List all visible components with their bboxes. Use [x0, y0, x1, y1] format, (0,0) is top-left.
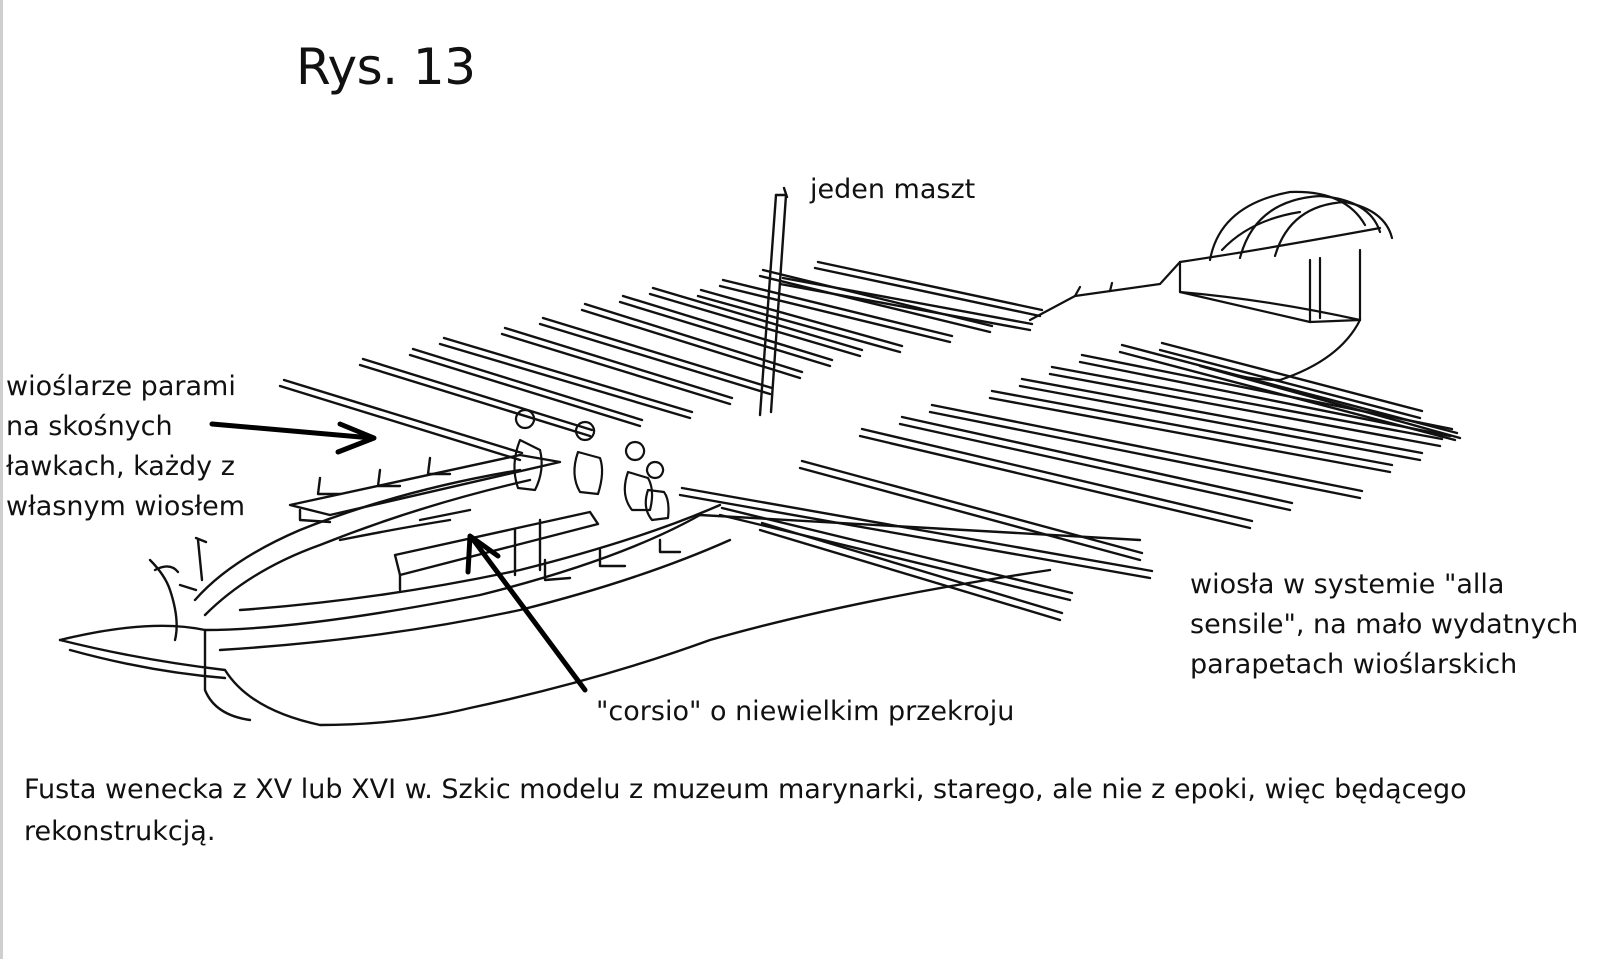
page-edge — [0, 0, 3, 959]
far-oars — [278, 260, 1044, 462]
mast — [758, 186, 789, 417]
rowers-label-line: własnym wiosłem — [6, 491, 246, 522]
rowers-label-line: na skośnych — [6, 411, 173, 442]
oars-label-line: wiosła w systemie "alla — [1190, 569, 1505, 600]
mast-label: jeden maszt — [810, 170, 975, 210]
caption-line: Fusta wenecka z XV lub XVI w. Szkic mode… — [24, 774, 1467, 805]
oars-label-line: sensile", na mało wydatnych — [1190, 609, 1579, 640]
near-oars — [678, 341, 1462, 622]
mast-label-line: jeden maszt — [810, 174, 976, 205]
corsio-label: "corsio" o niewielkim przekroju — [596, 692, 1014, 732]
figure-caption: Fusta wenecka z XV lub XVI w. Szkic mode… — [24, 769, 1584, 853]
rowers — [513, 408, 670, 522]
oars-label-line: parapetach wioślarskich — [1190, 649, 1518, 680]
rowers-label-line: wioślarze parami — [6, 371, 236, 402]
caption-line: rekonstrukcją. — [24, 816, 216, 847]
rowers-label: wioślarze parami na skośnych ławkach, ka… — [6, 367, 245, 527]
oars-label: wiosła w systemie "alla sensile", na mał… — [1190, 565, 1578, 685]
figure-title: Rys. 13 — [296, 38, 476, 96]
stern-canopy — [1028, 190, 1394, 382]
hull — [58, 453, 1142, 727]
corsio-label-line: "corsio" o niewielkim przekroju — [596, 696, 1015, 727]
rowers-label-line: ławkach, każdy z — [6, 451, 235, 482]
annotation-arrows — [209, 421, 588, 693]
